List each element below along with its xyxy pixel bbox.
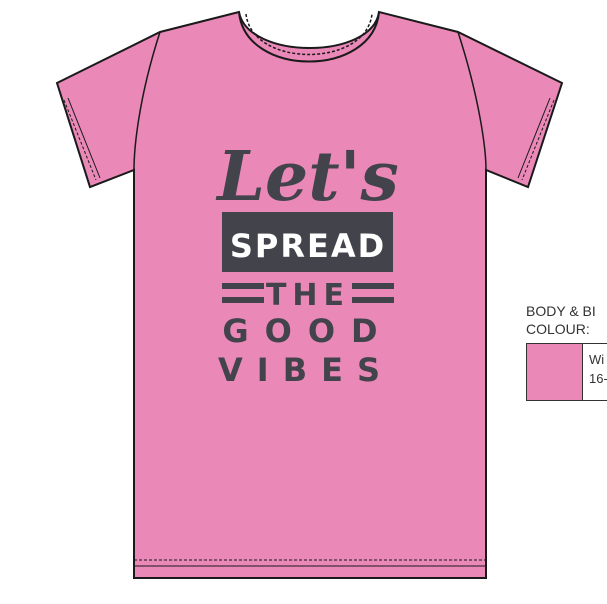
swatch-colour-name: Wi 16- bbox=[583, 344, 607, 400]
tshirt-body bbox=[55, 10, 564, 579]
stripe-right-top bbox=[352, 283, 394, 289]
stripe-right-bottom bbox=[352, 297, 394, 303]
spread-banner bbox=[222, 212, 393, 272]
graphic-vibes: VIBES bbox=[218, 351, 394, 389]
swatch-label-line2: COLOUR: bbox=[526, 321, 590, 337]
tshirt-collar bbox=[238, 11, 380, 63]
swatch-name-line2: 16- bbox=[589, 371, 607, 386]
graphic-lets: Let's bbox=[215, 137, 399, 217]
graphic-good: GOOD bbox=[222, 312, 393, 350]
swatch-name-line1: Wi bbox=[589, 352, 605, 367]
swatch-color-chip bbox=[527, 344, 583, 400]
stripe-left-top bbox=[222, 283, 264, 289]
stripe-left-bottom bbox=[222, 297, 264, 303]
colour-swatch: Wi 16- bbox=[526, 343, 607, 401]
graphic-spread: SPREAD bbox=[230, 227, 386, 265]
graphic-the: THE bbox=[266, 278, 350, 313]
swatch-label-line1: BODY & BI bbox=[526, 303, 596, 319]
